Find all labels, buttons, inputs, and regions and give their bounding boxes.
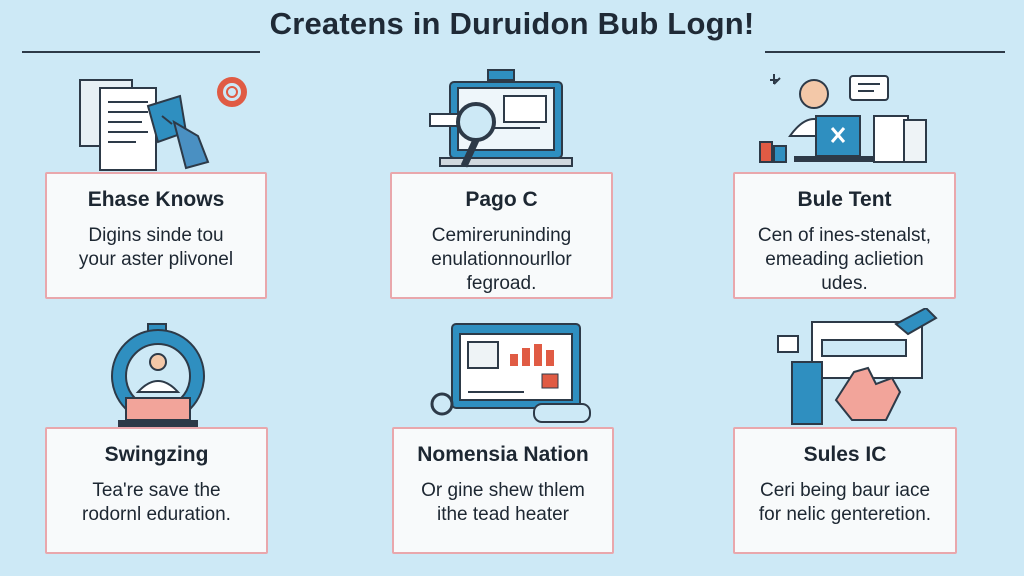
card-body: Cen of ines-stenalst, emeading aclietion… <box>757 225 932 294</box>
card-heading: Swingzing <box>104 443 209 466</box>
hand-pointer-icon <box>776 308 946 426</box>
card-sules-ic: Sules IC Ceri being baur iace for nelic … <box>733 427 957 554</box>
card-body: Cemireruninding enulationnourllor fegroa… <box>431 225 572 294</box>
person-desk-icon <box>754 66 944 176</box>
card-heading: Bule Tent <box>797 188 892 211</box>
card-heading: Sules IC <box>803 443 887 466</box>
documents-gear-icon <box>62 66 262 176</box>
card-heading: Nomensia Nation <box>417 443 589 466</box>
card-ehase-knows: Ehase Knows Digins sinde tou your aster … <box>45 172 267 299</box>
scanner-person-icon <box>100 322 220 430</box>
card-body: Or gine shew thlem ithe tead heater <box>421 480 585 525</box>
card-pago-c: Pago C Cemireruninding enulationnourllor… <box>390 172 613 299</box>
laptop-magnifier-icon <box>420 66 580 176</box>
title-rule-right <box>765 51 1005 53</box>
card-swingzing: Swingzing Tea're save the rodornl edurat… <box>45 427 268 554</box>
card-bule-tent: Bule Tent Cen of ines-stenalst, emeading… <box>733 172 956 299</box>
monitor-chart-icon <box>424 320 604 428</box>
card-heading: Ehase Knows <box>87 188 225 211</box>
card-body: Ceri being baur iace for nelic gentereti… <box>758 480 932 525</box>
page-title: Createns in Duruidon Bub Logn! <box>269 6 755 41</box>
title-rule-left <box>22 51 260 53</box>
card-nomensia-nation: Nomensia Nation Or gine shew thlem ithe … <box>392 427 614 554</box>
card-body: Digins sinde tou your aster plivonel <box>78 225 234 270</box>
card-heading: Pago C <box>465 188 538 211</box>
card-body: Tea're save the rodornl eduration. <box>82 480 231 525</box>
